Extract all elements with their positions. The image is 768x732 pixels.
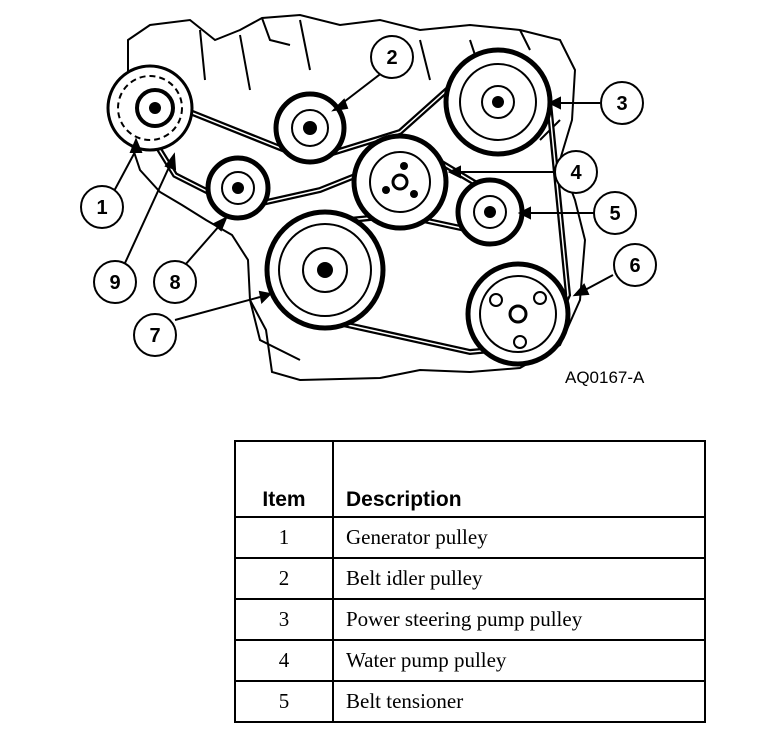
figure-id-label: AQ0167-A — [565, 368, 645, 387]
item-number: 5 — [234, 680, 334, 723]
table-row: 5 Belt tensioner — [234, 680, 706, 723]
legend-table: Item Description 1 Generator pulley 2 Be… — [234, 440, 706, 723]
table-row: 2 Belt idler pulley — [234, 557, 706, 600]
callout-5-label: 5 — [609, 203, 620, 225]
table-row: 1 Generator pulley — [234, 516, 706, 559]
callout-leaders — [112, 71, 614, 321]
legend-header-row: Item Description — [234, 440, 706, 518]
crankshaft-pulley — [264, 209, 386, 331]
water-pump-pulley — [351, 133, 449, 231]
callout-6: 6 — [613, 243, 657, 287]
callout-3-label: 3 — [616, 93, 627, 115]
generator-pulley — [106, 64, 194, 152]
belt-idler-pulley — [273, 91, 347, 165]
item-number: 3 — [234, 598, 334, 641]
item-number: 2 — [234, 557, 334, 600]
callout-5: 5 — [593, 191, 637, 235]
item-number: 1 — [234, 516, 334, 559]
power-steering-pump-pulley — [443, 47, 553, 157]
callout-2: 2 — [370, 35, 414, 79]
callout-7-label: 7 — [149, 325, 160, 347]
callout-1-label: 1 — [96, 197, 107, 219]
table-row: 3 Power steering pump pulley — [234, 598, 706, 641]
item-column-header: Item — [234, 440, 334, 518]
item-description: Belt idler pulley — [332, 557, 706, 600]
callout-4-label: 4 — [570, 162, 582, 184]
callout-8-label: 8 — [169, 272, 180, 294]
lower-idler-pulley — [205, 155, 271, 221]
item-number: 4 — [234, 639, 334, 682]
callout-9: 9 — [93, 260, 137, 304]
callout-3: 3 — [600, 81, 644, 125]
ac-compressor-pulley — [465, 261, 571, 367]
callout-1: 1 — [80, 185, 124, 229]
item-description: Generator pulley — [332, 516, 706, 559]
callout-7: 7 — [133, 313, 177, 357]
belt-routing-diagram: 1 2 3 4 5 6 7 8 9 AQ0167-A — [80, 13, 657, 387]
item-description: Water pump pulley — [332, 639, 706, 682]
description-column-header: Description — [332, 440, 706, 518]
callout-2-label: 2 — [386, 47, 397, 69]
callout-8: 8 — [153, 260, 197, 304]
item-description: Power steering pump pulley — [332, 598, 706, 641]
belt-tensioner-pulley — [455, 177, 525, 247]
callout-9-label: 9 — [109, 272, 120, 294]
table-row: 4 Water pump pulley — [234, 639, 706, 682]
callout-6-label: 6 — [629, 255, 640, 277]
callout-4: 4 — [554, 150, 598, 194]
item-description: Belt tensioner — [332, 680, 706, 723]
